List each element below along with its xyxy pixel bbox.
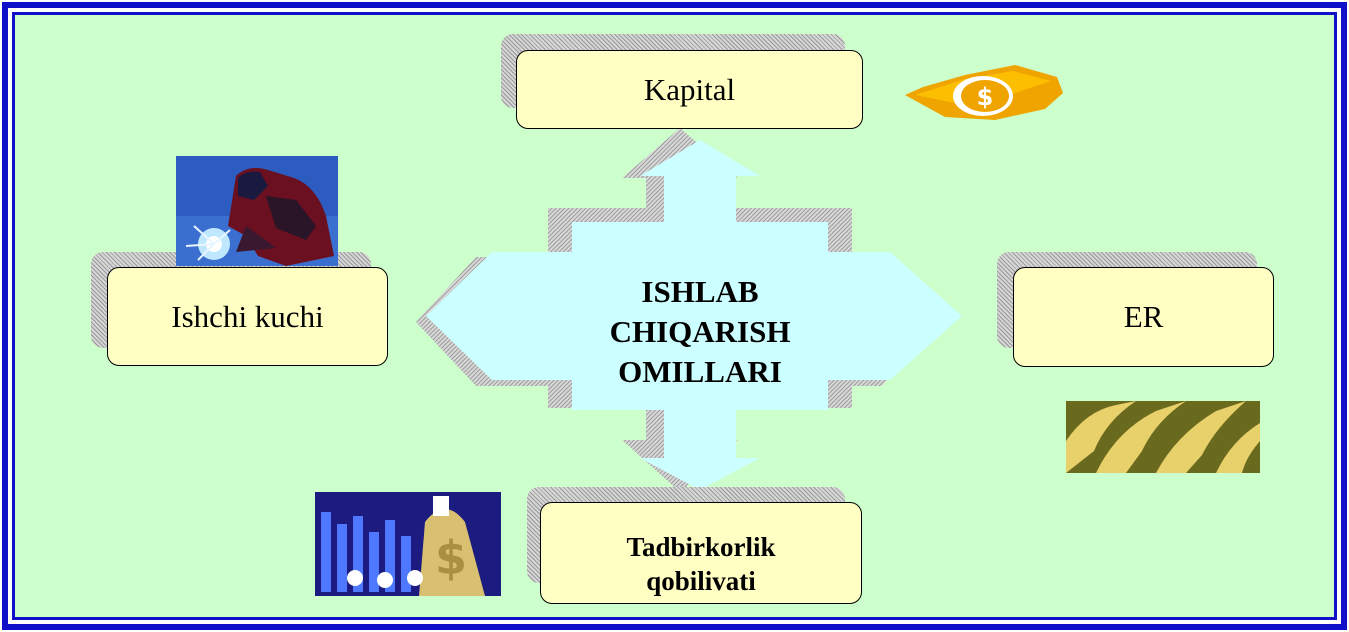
center-label-line1: ISHLAB [641,274,759,309]
center-label-line2: CHIQARISH [609,314,791,349]
dollar-coin-icon: $ [905,65,1063,120]
svg-text:$: $ [977,83,994,111]
node-tadbirkorlik-line2: qobilivati [646,566,756,596]
business-chart-picture: $ [315,492,501,596]
center-label: ISHLAB CHIQARISH OMILLARI [572,272,828,392]
node-tadbirkorlik-label: Tadbirkorlik qobilivati [626,530,775,598]
arrow-cross-main [426,140,962,490]
node-ishchi-kuchi[interactable]: Ishchi kuchi [107,267,388,366]
node-er-label: ER [1123,299,1164,334]
land-field-picture [1066,401,1260,473]
node-ishchi-kuchi-label: Ishchi kuchi [171,298,324,334]
node-tadbirkorlik[interactable]: Tadbirkorlik qobilivati [540,502,862,604]
node-kapital[interactable]: Kapital [516,50,863,129]
center-label-line3: OMILLARI [618,354,782,389]
node-kapital-label: Kapital [643,71,736,107]
node-er[interactable]: ER [1013,267,1274,367]
node-tadbirkorlik-line1: Tadbirkorlik [626,532,776,562]
welder-picture [176,156,338,266]
svg-text:$: $ [435,531,467,585]
